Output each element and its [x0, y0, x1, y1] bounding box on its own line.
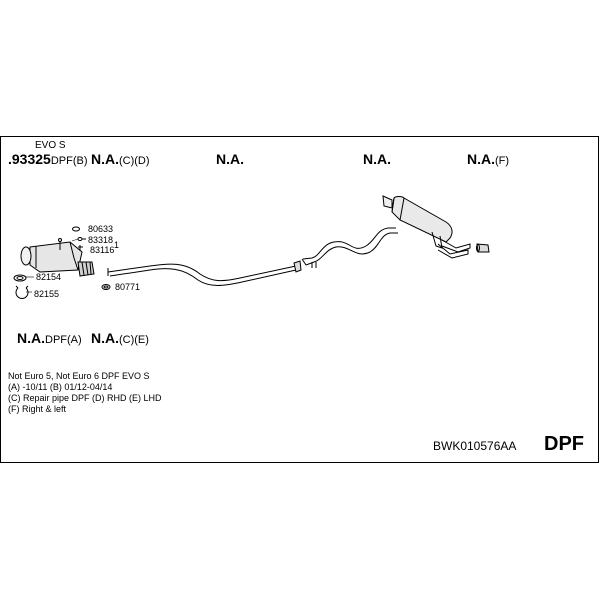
- part-label-83318: 83318: [88, 235, 114, 245]
- sensor-83318-icon: [77, 237, 86, 241]
- part-number-main: .93325DPF(B): [8, 152, 88, 167]
- bolt-83116-icon: [78, 245, 83, 250]
- na-label-2: N.A.: [216, 151, 244, 167]
- note-line: (C) Repair pipe DPF (D) RHD (E) LHD: [8, 393, 162, 403]
- kit-code: BWK010576AA: [433, 439, 517, 453]
- na-label: N.A.: [91, 151, 119, 167]
- evo-label: EVO S: [35, 140, 66, 151]
- dpf-unit-icon: [20, 238, 83, 273]
- part-label-80771: 80771: [115, 282, 141, 292]
- na-label-3: N.A.: [363, 151, 391, 167]
- part-label-83116: 83116: [90, 245, 115, 255]
- na-f: N.A.(F): [467, 152, 509, 167]
- notes-block: Not Euro 5, Not Euro 6 DPF EVO S (A) -10…: [8, 371, 162, 415]
- tailpipe-icon: [437, 239, 471, 259]
- type-label: DPF: [544, 433, 584, 455]
- rear-silencer-icon: [382, 195, 453, 249]
- gasket-icon: [13, 274, 27, 282]
- na-c-e: N.A.(C)(E): [91, 331, 149, 346]
- seal-80633-icon: [72, 226, 80, 232]
- na-suffix: DPF(A): [45, 334, 82, 346]
- note-line: Not Euro 5, Not Euro 6 DPF EVO S: [8, 371, 150, 381]
- na-label: N.A.: [91, 330, 119, 346]
- na-c-d: N.A.(C)(D): [91, 152, 150, 167]
- tail-tip-icon: [476, 243, 490, 253]
- na-label: N.A.: [17, 330, 45, 346]
- na-suffix: (F): [495, 155, 510, 167]
- diagram-frame: [0, 136, 599, 463]
- part-label-82154: 82154: [36, 272, 62, 282]
- front-pipe-icon: [107, 260, 302, 286]
- flex-coupling-icon: [77, 261, 95, 277]
- na-dpf-a: N.A.DPF(A): [17, 331, 82, 346]
- part-label-82155: 82155: [34, 289, 60, 299]
- na-suffix: (C)(E): [119, 334, 149, 346]
- clamp-icon: [15, 285, 29, 299]
- ring-80771-icon: [101, 284, 111, 290]
- na-label: N.A.: [467, 151, 495, 167]
- na-suffix: (C)(D): [119, 155, 150, 167]
- part-suffix: DPF(B): [50, 155, 88, 167]
- note-line: (A) -10/11 (B) 01/12-04/14: [8, 382, 113, 392]
- note-line: (F) Right & left: [8, 404, 67, 414]
- part-label-80633: 80633: [88, 224, 114, 234]
- part-number: .93325: [8, 151, 51, 167]
- part-qty-83116: 1: [114, 240, 120, 250]
- middle-pipe-icon: [301, 227, 398, 268]
